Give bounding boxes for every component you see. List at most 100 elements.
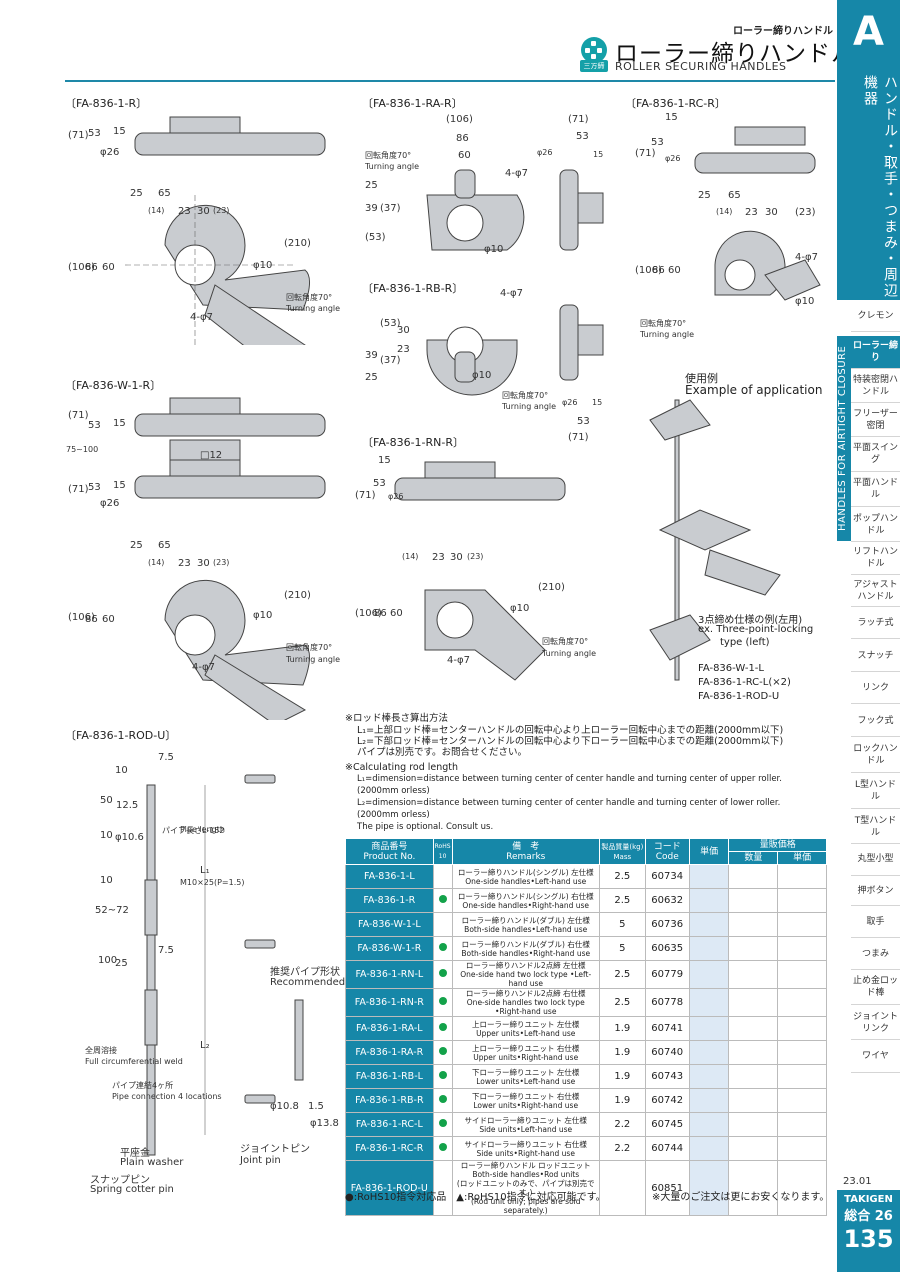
side-nav-item[interactable]: ポップハンドル xyxy=(851,508,900,542)
side-nav-item[interactable]: フリーザー密閉 xyxy=(851,404,900,437)
code: 60736 xyxy=(644,912,690,937)
side-nav-item[interactable]: T型ハンドル xyxy=(851,810,900,844)
side-nav-item[interactable]: 平面スイング xyxy=(851,437,900,472)
code: 60778 xyxy=(644,988,690,1017)
rohs-mark xyxy=(432,1064,453,1089)
side-nav-item[interactable]: フック式 xyxy=(851,705,900,737)
pipe-conn-en: Pipe connection 4 locations xyxy=(112,1092,222,1101)
dim-rc-30: 30 xyxy=(765,207,778,218)
note-7: (2000mm orless) xyxy=(357,786,430,796)
thread-spec: M10×25(P=1.5) xyxy=(180,878,245,887)
dim-14: (14) xyxy=(148,206,165,215)
drawing-rod-unit xyxy=(144,784,206,1156)
mass: 2.2 xyxy=(598,1112,646,1137)
rohs-mark xyxy=(432,1136,453,1161)
rohs-dot-icon xyxy=(438,1071,447,1079)
weld-en: Full circumferential weld xyxy=(85,1057,183,1066)
dim-w-75-100: 75~100 xyxy=(66,445,99,454)
dim-ra-15: 15 xyxy=(593,150,604,159)
dim-rc-53: 53 xyxy=(651,137,664,148)
code: 60632 xyxy=(644,888,690,913)
side-nav-item[interactable]: ラッチ式 xyxy=(851,607,900,639)
side-nav-item[interactable]: 特装密閉ハンドル xyxy=(851,370,900,403)
product-code: FA-836-W-1-R xyxy=(345,936,434,961)
side-nav-item[interactable]: リフトハンドル xyxy=(851,542,900,575)
unit-price xyxy=(688,1088,730,1113)
dim-rod-25: 25 xyxy=(115,958,128,969)
dim-rn-71: (71) xyxy=(355,490,376,501)
side-nav-item[interactable]: ワイヤ xyxy=(851,1040,900,1073)
example-line-3: type (left) xyxy=(720,637,770,648)
dim-phi26: φ26 xyxy=(100,147,120,158)
side-nav-item[interactable]: クレモン xyxy=(851,300,900,332)
volume-qty xyxy=(728,864,779,889)
dim-rod-10b: 10 xyxy=(100,830,113,841)
drawing-fa-836-1-rc-r xyxy=(694,126,821,301)
side-nav-item[interactable]: スナッチ xyxy=(851,640,900,672)
side-nav-item[interactable]: 丸型小型 xyxy=(851,843,900,876)
dim-rb-30: 30 xyxy=(397,325,410,336)
product-code: FA-836-1-RN-R xyxy=(345,988,434,1017)
product-code: FA-836-W-1-L xyxy=(345,912,434,937)
dim-rc-phi26: φ26 xyxy=(665,154,681,163)
dim-rn-210: (210) xyxy=(538,582,565,593)
unit-price xyxy=(688,936,730,961)
side-nav-item[interactable]: 取手 xyxy=(851,906,900,938)
joint-pin-en: Joint pin xyxy=(240,1155,281,1166)
side-nav-item[interactable]: ロックハンドル xyxy=(851,738,900,773)
label-fa-836-1-rb-r: 〔FA-836-1-RB-R〕 xyxy=(362,282,464,295)
dim-w-sq12: □12 xyxy=(200,450,223,461)
note-9: (2000mm orless) xyxy=(357,810,430,820)
rohs-dot-icon xyxy=(438,1095,447,1103)
dim-w-15b: 15 xyxy=(113,480,126,491)
code: 60743 xyxy=(644,1064,690,1089)
th-price: 単価 xyxy=(688,838,730,865)
dim-rod-100: 100 xyxy=(98,955,118,966)
side-nav-item[interactable]: つまみ xyxy=(851,938,900,970)
note-2: L₁=上部ロッド棒=センターハンドルの回転中心より上ローラー回転中心までの距離(… xyxy=(357,725,784,736)
dim-rn-30: 30 xyxy=(450,552,463,563)
dim-rn-53: 53 xyxy=(373,478,386,489)
dim-rb-39: 39 xyxy=(365,350,378,361)
side-nav-item[interactable]: L型ハンドル xyxy=(851,774,900,809)
dim-w-15: 15 xyxy=(113,418,126,429)
dim-ra-106: (106) xyxy=(446,114,473,125)
side-index: A ハンドル・取手・つまみ・周辺機器 HANDLES FOR AIRTIGHT … xyxy=(837,0,900,1272)
mass: 1.9 xyxy=(598,1016,646,1041)
drawing-fa-836-1-rb-r xyxy=(426,304,604,396)
side-nav-item[interactable]: 平面ハンドル xyxy=(851,472,900,507)
dim-23: 23 xyxy=(178,206,191,217)
dim-86: 86 xyxy=(85,262,98,273)
th-mass: 製品質量(kg)Mass xyxy=(598,838,646,865)
side-nav-item[interactable]: ジョイントリンク xyxy=(851,1006,900,1040)
dim-rn-86: 86 xyxy=(374,608,387,619)
side-nav-item[interactable]: リンク xyxy=(851,672,900,704)
w-turning: Turning angle xyxy=(286,655,341,664)
unit-price xyxy=(688,1136,730,1161)
th-volume-price: 量販価格 xyxy=(728,838,827,852)
dim-ra-phi10: φ10 xyxy=(484,244,504,255)
recommended-pipe-jp: 推奨パイプ形状 xyxy=(270,967,340,978)
label-fa-836-1-rn-r: 〔FA-836-1-RN-R〕 xyxy=(362,436,464,449)
side-nav-item[interactable]: ローラー締り xyxy=(851,336,900,369)
joint-pin-jp: ジョイントピン xyxy=(240,1144,310,1155)
side-nav-item[interactable]: 止め金ロッド棒 xyxy=(851,970,900,1005)
unit-price xyxy=(688,1160,730,1216)
dim-rn-15: 15 xyxy=(378,455,391,466)
washer-en: Plain washer xyxy=(120,1157,184,1168)
side-nav-item[interactable]: 押ボタン xyxy=(851,876,900,906)
rohs-dot-icon xyxy=(438,943,447,951)
dim-rn-4-phi7: 4-φ7 xyxy=(447,655,470,666)
side-nav-item[interactable]: アジャストハンドル xyxy=(851,575,900,607)
dim-w-71: (71) xyxy=(68,410,89,421)
volume-qty xyxy=(728,888,779,913)
rohs-dot-icon xyxy=(438,1023,447,1031)
dim-w-phi26: φ26 xyxy=(100,498,120,509)
